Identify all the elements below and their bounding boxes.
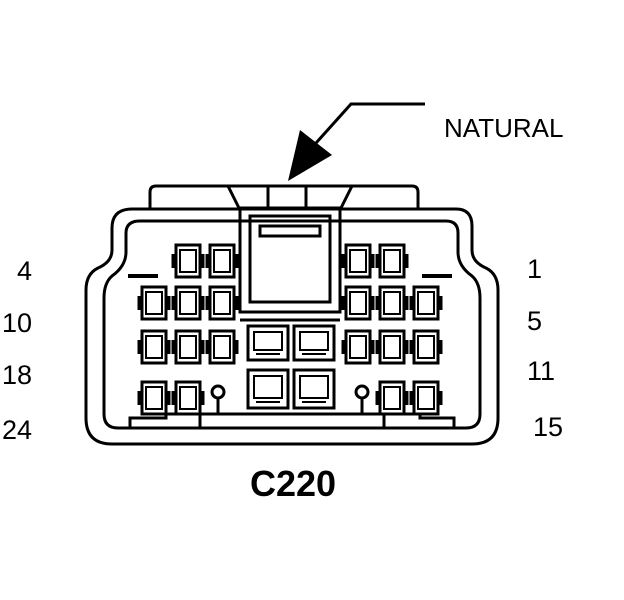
center-latch — [238, 206, 342, 322]
pin-label-left-row2: 10 — [2, 308, 33, 338]
terminal-cavity — [341, 285, 375, 321]
terminal-cavity — [375, 285, 409, 321]
terminal-cavity — [205, 243, 239, 279]
pin-label-right-row3: 11 — [527, 356, 556, 386]
connector-base — [128, 412, 456, 428]
pin-label-left-row3: 18 — [2, 360, 33, 390]
terminal-cavity — [375, 243, 409, 279]
connector-housing-outer — [84, 207, 500, 446]
terminal-cavity — [409, 380, 443, 416]
terminal-cavity — [171, 380, 205, 416]
terminal-cavity — [171, 329, 205, 365]
terminal-cavity — [375, 329, 409, 365]
natural-callout-arrow — [288, 102, 425, 181]
pin-label-left-row1: 4 — [17, 256, 33, 286]
terminal-cavity — [137, 285, 171, 321]
pin-label-right-row4: 15 — [533, 412, 564, 442]
pin-label-right-row2: 5 — [527, 306, 543, 336]
pin-label-right-row1: 1 — [527, 254, 543, 284]
terminal-cavity — [205, 329, 239, 365]
connector-top-tab — [148, 184, 420, 210]
keying-post — [210, 384, 226, 414]
keying-post — [354, 384, 370, 414]
terminal-cavity — [341, 243, 375, 279]
terminal-cavity — [137, 380, 171, 416]
terminal-cavity — [409, 329, 443, 365]
terminal-cavity — [341, 329, 375, 365]
connector-id: C220 — [250, 463, 337, 504]
terminal-cavity — [137, 329, 171, 365]
terminal-cavity — [409, 285, 443, 321]
center-terminal — [292, 324, 336, 362]
color-callout-label: NATURAL — [444, 113, 564, 143]
terminal-cavity — [171, 285, 205, 321]
connector-housing-inner — [102, 219, 482, 430]
terminal-cavity — [171, 243, 205, 279]
terminal-cavity — [205, 285, 239, 321]
center-terminal — [292, 368, 336, 410]
center-terminal — [246, 368, 290, 410]
terminal-cavity — [375, 380, 409, 416]
pin-label-left-row4: 24 — [2, 415, 33, 445]
center-terminal — [246, 324, 290, 362]
